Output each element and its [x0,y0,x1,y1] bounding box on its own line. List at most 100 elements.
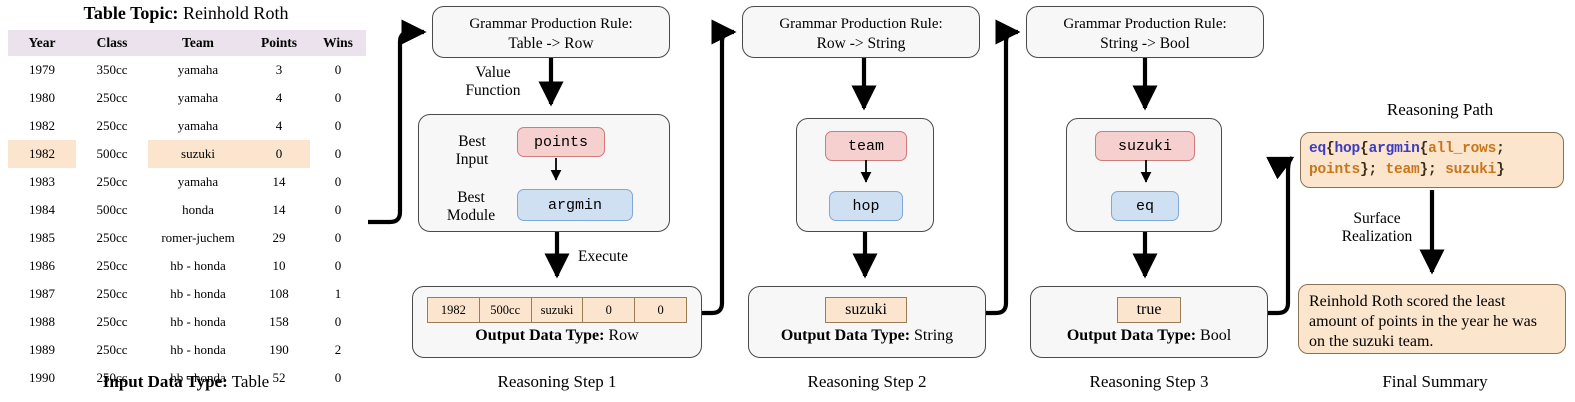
column-header-year: Year [8,30,76,56]
step3-best-input-chip[interactable]: suzuki [1095,131,1195,161]
table-cell-team: hb - honda [170,314,226,329]
table-cell-class: 250cc [96,258,128,273]
step2-output-card: suzuki Output Data Type: String [748,286,986,358]
column-header-class: Class [76,30,148,56]
table-cell-class: 250cc [96,286,128,301]
table-cell-wins: 0 [334,174,342,189]
step1-best-module-label-line1: Best [457,189,485,206]
column-header-wins: Wins [310,30,366,56]
column-header-team: Team [148,30,248,56]
step1-output-type-value: Row [608,327,639,344]
step1-module-card: Best Input points Best Module argmin [418,114,670,232]
path-token: eq [1309,141,1327,157]
step1-edge-label-line2: Function [465,82,521,99]
step3-best-module-value: eq [1135,197,1154,215]
connector-step1-to-step2 [702,19,737,316]
path-token: hop [1334,141,1361,157]
input-data-table: Year Class Team Points Wins 1979 350cc yam… [8,30,366,392]
table-cell-year: 1987 [29,286,55,301]
table-topic: Table Topic: Reinhold Roth [0,2,372,24]
table-cell-wins: 0 [334,202,342,217]
step2-grammar-rule-card: Grammar Production Rule: Row -> String [742,6,980,58]
final-summary-card: Reinhold Roth scored the least amount of… [1298,284,1566,354]
table-cell-wins: 0 [334,90,342,105]
step1-best-module-chip[interactable]: argmin [517,189,633,221]
table-header-row: Year Class Team Points Wins [8,30,366,56]
step2-best-module-value: hop [852,197,880,215]
step2-output-type-value: String [914,327,954,344]
table-cell-class: 500cc [96,202,128,217]
step3-caption: Reasoning Step 3 [1089,372,1209,391]
table-cell-year: 1985 [29,230,55,245]
step1-output-cell: suzuki [532,298,584,322]
table-cell-points: 108 [269,286,289,301]
connector-step3-to-reasoning-path [1266,156,1295,316]
table-cell-points: 14 [272,174,286,189]
step1-rule-body: Table -> Row [508,35,594,52]
table-cell-team: hb - honda [170,286,226,301]
table-cell-team: hb - honda [170,370,226,385]
path-token: }; [1419,162,1437,178]
table-cell-team: suzuki [148,140,248,168]
path-token: { [1326,141,1335,157]
step2-output-type: Output Data Type: String [749,327,985,345]
step1-best-input-chip[interactable]: points [517,127,605,157]
path-token: } [1496,162,1505,178]
column-header-points: Points [248,30,310,56]
table-cell-class: 250cc [96,314,128,329]
input-table-panel: Table Topic: Reinhold Roth Year Class Te… [0,0,372,402]
step3-output-card: true Output Data Type: Bool [1030,286,1268,358]
step3-module-card: suzuki eq [1066,118,1222,232]
table-topic-label: Table Topic: [83,3,179,23]
table-cell-points: 29 [272,230,286,245]
table-cell-class: 250cc [96,118,128,133]
step1-best-input-label-line1: Best [458,133,486,150]
step3-output-type-value: Bool [1200,327,1232,344]
step1-caption: Reasoning Step 1 [497,372,617,391]
table-cell-year: 1982 [29,118,55,133]
table-cell-class: 250cc [96,370,128,385]
surface-realization-line2: Realization [1341,228,1413,245]
table-cell-wins: 1 [334,286,342,301]
step1-rule-title: Grammar Production Rule: [469,16,633,32]
table-cell-points: 0 [248,140,310,168]
step2-best-input-chip[interactable]: team [825,131,907,161]
step1-output-cell: 500cc [480,298,532,322]
step3-rule-title: Grammar Production Rule: [1063,16,1227,32]
step2-rule-title: Grammar Production Rule: [779,16,943,32]
table-cell-wins: 0 [334,146,342,161]
step2-module-card: team hop [796,118,934,232]
step2-best-module-chip[interactable]: hop [829,191,903,221]
table-cell-class: 350cc [96,62,128,77]
table-cell-class: 500cc [96,146,128,161]
table-cell-points: 4 [275,118,283,133]
step3-grammar-rule-card: Grammar Production Rule: String -> Bool [1026,6,1264,58]
step3-best-module-chip[interactable]: eq [1111,191,1179,221]
step3-output-chip: true [1117,297,1181,323]
table-cell-points: 10 [272,258,286,273]
step1-execute-label: Execute [578,248,628,265]
table-cell-wins: 0 [334,314,342,329]
table-cell-points: 190 [269,342,289,357]
table-cell-year: 1986 [29,258,55,273]
table-topic-value: Reinhold Roth [182,3,289,23]
table-cell-team: yamaha [177,90,219,105]
step1-best-input-value: points [533,133,588,151]
path-token: ; [1496,141,1505,157]
step1-best-input-label: Best Input [437,133,507,169]
table-cell-class: 250cc [96,230,128,245]
path-token: argmin [1368,141,1420,157]
table-cell-year: 1979 [29,62,55,77]
step1-output-cell: 1982 [428,298,480,322]
step3-output-type: Output Data Type: Bool [1031,327,1267,345]
step1-best-input-label-line2: Input [455,151,489,168]
connector-step2-to-step3 [986,19,1021,316]
table-cell-team: hb - honda [170,342,226,357]
table-row: 1987 250cc hb - honda 108 1 [8,280,366,308]
step1-best-module-label-line2: Module [446,207,496,224]
